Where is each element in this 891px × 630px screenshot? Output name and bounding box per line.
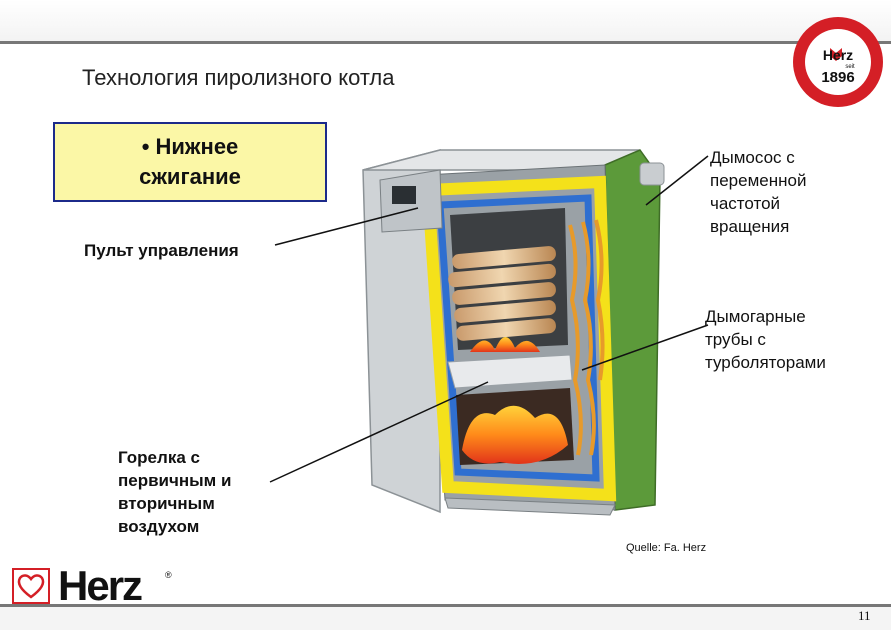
seal-since: seit xyxy=(845,64,855,70)
bottom-combustion-box: • Нижнее сжигание xyxy=(53,122,327,202)
insulation-yellow xyxy=(421,175,617,502)
bottom-divider xyxy=(0,604,891,607)
label-fan-line: переменной xyxy=(710,171,807,190)
leader-fan xyxy=(645,155,709,206)
logo-wordmark: Herz xyxy=(58,562,143,609)
label-fan-line: частотой xyxy=(710,194,781,213)
label-burner-line: вторичным xyxy=(118,494,215,513)
wood-logs xyxy=(448,246,556,341)
leader-tubes xyxy=(581,324,709,371)
page-number: 11 xyxy=(858,608,871,623)
seal-brand: Herz xyxy=(823,47,853,63)
fan-housing xyxy=(639,162,665,186)
slide-title: Технология пиролизного котла xyxy=(82,65,395,90)
heart-icon xyxy=(12,568,50,604)
exchanger-tubes xyxy=(568,219,605,456)
label-burner-line: воздухом xyxy=(118,517,200,536)
label-control-panel: Пульт управления xyxy=(84,241,239,260)
seal-year: 1896 xyxy=(821,69,854,86)
burner-nozzle xyxy=(447,354,573,389)
label-tubes-line: Дымогарные xyxy=(705,307,806,326)
label-fan: Дымосос с переменной частотой вращения xyxy=(710,146,806,238)
logo-registered-mark: ® xyxy=(165,570,172,580)
box-line-2: сжигание xyxy=(139,164,241,189)
control-panel-screen xyxy=(392,186,416,204)
label-burner-line: первичным и xyxy=(118,471,232,490)
label-fan-line: вращения xyxy=(710,217,790,236)
herz-logo: Herz ® xyxy=(12,562,172,609)
label-tubes-line: трубы с xyxy=(705,330,766,349)
label-fan-line: Дымосос с xyxy=(710,148,795,167)
label-burner-line: Горелка с xyxy=(118,448,200,467)
water-jacket xyxy=(436,194,600,482)
partner-seal: Herz seit 1896 xyxy=(790,14,886,110)
source-note: Quelle: Fa. Herz xyxy=(626,542,707,554)
top-bar xyxy=(0,0,891,44)
bottom-bar xyxy=(0,607,891,630)
label-tubes-line: турболяторами xyxy=(705,353,826,372)
box-line-1: • Нижнее xyxy=(141,134,239,159)
label-tubes: Дымогарные трубы с турболяторами xyxy=(705,305,826,374)
label-burner: Горелка с первичным и вторичным воздухом xyxy=(118,446,231,538)
ash-drawer xyxy=(444,497,616,516)
upper-flames xyxy=(470,336,540,352)
top-divider xyxy=(0,41,891,44)
leader-burner xyxy=(269,381,489,483)
leader-control-panel xyxy=(274,207,419,246)
lower-flames xyxy=(462,405,568,464)
